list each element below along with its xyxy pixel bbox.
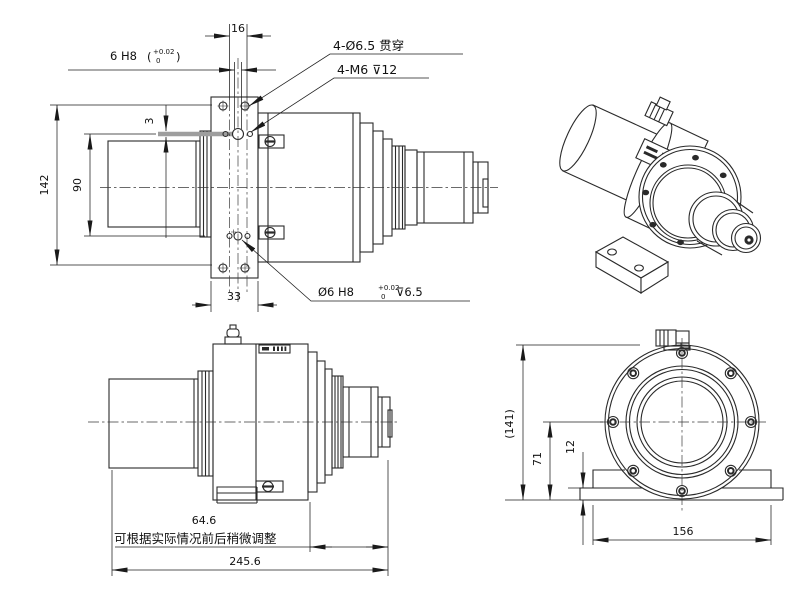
- fit-callout-paren-close: ): [176, 50, 181, 64]
- bore-callout-depth: ⊽6.5: [396, 285, 423, 299]
- bore-callout-tol-lower: 0: [381, 293, 385, 301]
- leader-bore-callout: [241, 239, 470, 302]
- fit-callout-paren-open: (: [147, 50, 152, 64]
- fit-callout-main: 6 H8: [110, 49, 137, 63]
- bore-callout-main: Ø6 H8: [318, 285, 354, 299]
- dim-33-label: 33: [227, 290, 241, 303]
- dim-3-label: 3: [143, 118, 156, 125]
- adjustment-note: 可根据实际情况前后稍微调整: [114, 531, 277, 546]
- ortho-dimensions: 16 6 H8 ( +0.02 0 ) 4-Ø6.5 贯穿 4-M6 ⊽12 3…: [38, 22, 470, 312]
- through-holes-note: 4-Ø6.5 贯穿: [333, 38, 404, 53]
- dim-90-label: 90: [71, 178, 84, 192]
- side-dimensions: 64.6 可根据实际情况前后稍微调整 245.6: [111, 460, 389, 576]
- ortho-part-outline: [107, 96, 489, 279]
- dim-156-label: 156: [673, 525, 694, 538]
- dim-16-label: 16: [231, 22, 245, 35]
- bore-callout-tol-upper: +0.02: [378, 284, 399, 292]
- front-centerlines: [600, 338, 766, 512]
- dim-64-6-label: 64.6: [192, 514, 217, 527]
- fit-callout-tol-lower: 0: [156, 57, 160, 65]
- view-front-bottom: (141) 71 12 156: [503, 329, 784, 545]
- side-product-label: [258, 344, 291, 354]
- front-dimensions: (141) 71 12 156: [503, 344, 772, 545]
- iso-lens-assembly: [688, 191, 762, 256]
- view-isometric: [559, 96, 762, 294]
- dim-71-label: 71: [531, 452, 544, 466]
- iso-bracket-foot: [594, 236, 670, 294]
- side-part-outline: [108, 324, 393, 504]
- dim-245-6-label: 245.6: [229, 555, 261, 568]
- tapped-holes-note: 4-M6 ⊽12: [337, 62, 397, 77]
- dim-142-label: 142: [38, 175, 51, 196]
- iso-connector: [644, 96, 674, 127]
- ortho-centerlines: [100, 58, 498, 302]
- fit-callout-tol-upper: +0.02: [153, 48, 174, 56]
- view-side-bottom: 64.6 可根据实际情况前后稍微调整 245.6: [88, 324, 398, 576]
- dim-141-label: (141): [503, 409, 516, 439]
- dim-12-label: 12: [564, 440, 577, 454]
- view-ortho-side: 16 6 H8 ( +0.02 0 ) 4-Ø6.5 贯穿 4-M6 ⊽12 3…: [38, 22, 498, 312]
- ortho-plate-holes: [217, 100, 254, 274]
- leader-tapped-holes: [250, 77, 429, 133]
- leader-through-holes: [248, 53, 463, 107]
